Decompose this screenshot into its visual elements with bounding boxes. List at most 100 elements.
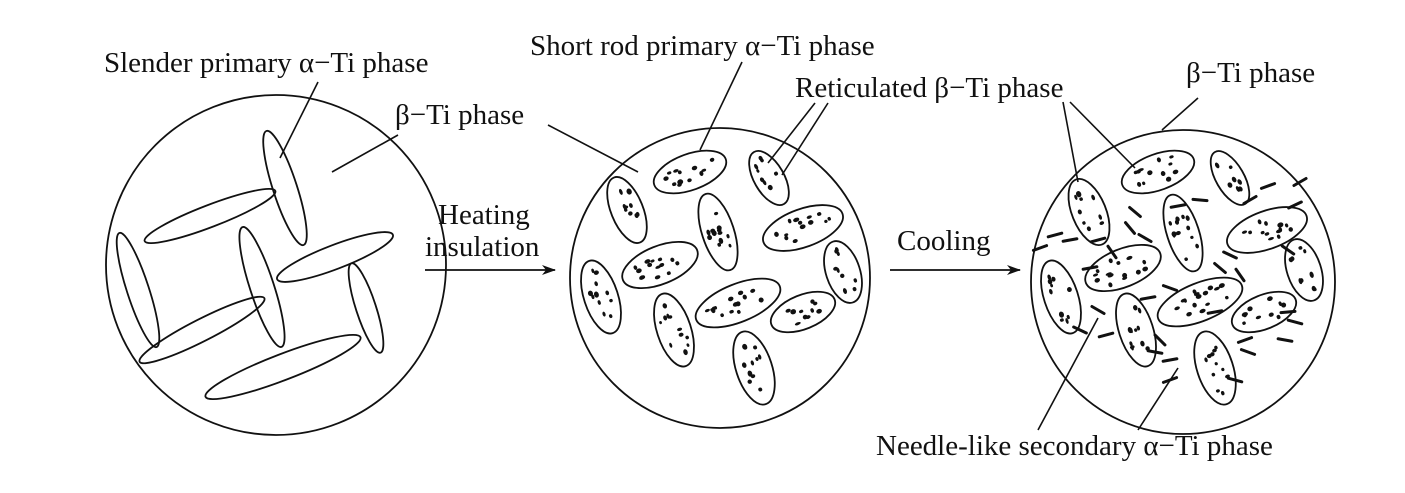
- slender-alpha-lath: [138, 295, 266, 365]
- needle-alpha: [1061, 237, 1079, 243]
- beta-particle: [1091, 194, 1096, 201]
- beta-particle: [1204, 357, 1208, 363]
- leader-reticulated-beta-1: [767, 102, 816, 164]
- beta-particle: [729, 309, 734, 314]
- beta-particle: [1095, 269, 1100, 274]
- label-cooling: Cooling: [897, 225, 990, 257]
- beta-particle: [1277, 222, 1284, 228]
- beta-particle: [1175, 230, 1181, 236]
- beta-particle: [833, 266, 838, 271]
- cooled-microstructure: [1030, 129, 1336, 435]
- beta-particle: [718, 237, 724, 244]
- short-rod-alpha-grain: [653, 292, 695, 368]
- beta-particle: [677, 327, 683, 332]
- needle-alpha: [1089, 236, 1107, 244]
- needle-alpha: [1234, 267, 1246, 283]
- beta-particle: [1242, 321, 1246, 325]
- beta-particle: [1047, 278, 1053, 285]
- needle-alpha: [1286, 318, 1304, 326]
- beta-particle: [799, 309, 804, 314]
- beta-particle: [663, 176, 669, 181]
- needle-alpha: [1072, 325, 1088, 335]
- cooled-grain-boundary: [1030, 129, 1336, 435]
- short-rod-alpha-grain: [580, 259, 622, 335]
- beta-particle: [1135, 269, 1141, 275]
- beta-particle: [654, 275, 661, 280]
- needle-alpha: [1169, 203, 1187, 209]
- short-rod-alpha-grain: [621, 240, 699, 290]
- beta-particle: [1137, 181, 1142, 187]
- beta-particle: [1276, 229, 1282, 234]
- short-rod-alpha-grain: [1156, 276, 1244, 328]
- leader-short-rod-alpha: [699, 61, 743, 151]
- beta-particle: [747, 370, 753, 377]
- beta-particle: [810, 299, 815, 304]
- label-insulation: insulation: [425, 231, 540, 263]
- beta-particle: [816, 308, 822, 314]
- beta-particle: [1059, 318, 1064, 322]
- beta-particle: [1228, 165, 1233, 170]
- leader-beta-left: [331, 134, 399, 173]
- beta-particle: [1214, 362, 1218, 366]
- label-beta-right: β−Ti phase: [1186, 57, 1315, 89]
- beta-particle: [1099, 221, 1105, 226]
- beta-particle: [1192, 289, 1197, 295]
- needle-alpha: [1090, 305, 1106, 315]
- short-rod-alpha-grain: [823, 240, 863, 304]
- beta-particle: [1247, 306, 1253, 312]
- short-rod-alpha-grain: [1115, 292, 1157, 368]
- beta-particle: [1136, 169, 1141, 174]
- needle-alpha: [1161, 357, 1179, 363]
- leader-beta-left-to-middle: [547, 124, 639, 173]
- beta-particle: [1168, 221, 1172, 226]
- needle-alpha: [1161, 284, 1179, 292]
- needle-alpha: [1081, 265, 1099, 271]
- beta-particle: [644, 259, 651, 264]
- beta-particle: [797, 220, 803, 225]
- beta-particle: [711, 230, 717, 237]
- slender-alpha-lath: [238, 226, 286, 348]
- beta-particle: [691, 165, 698, 171]
- beta-particle: [634, 213, 639, 218]
- beta-particle: [750, 360, 755, 366]
- beta-particle: [774, 231, 779, 237]
- beta-particle: [1098, 214, 1103, 220]
- beta-particle: [852, 286, 857, 292]
- beta-particle: [677, 170, 682, 175]
- beta-particle: [1220, 390, 1225, 396]
- beta-particle: [736, 309, 741, 314]
- beta-particle: [717, 231, 723, 235]
- beta-particle: [636, 268, 642, 274]
- beta-particle: [1214, 162, 1220, 169]
- beta-particle: [1082, 221, 1086, 225]
- beta-particle: [792, 239, 798, 244]
- beta-particle: [790, 309, 797, 315]
- beta-particle: [1218, 283, 1225, 288]
- beta-particle: [1190, 235, 1194, 239]
- beta-particle: [591, 294, 595, 300]
- label-beta-left: β−Ti phase: [395, 99, 524, 131]
- beta-particle: [609, 298, 613, 303]
- beta-particle: [1126, 255, 1133, 261]
- beta-particle: [806, 215, 812, 219]
- beta-particle: [1207, 285, 1214, 291]
- beta-particle: [1278, 301, 1283, 307]
- beta-particle: [793, 217, 800, 223]
- short-rod-alpha-grain: [1226, 206, 1308, 254]
- beta-particle: [784, 235, 789, 241]
- beta-particle: [1049, 288, 1053, 295]
- beta-particle: [1186, 225, 1191, 231]
- beta-particle: [711, 308, 716, 314]
- beta-particle: [1107, 273, 1114, 278]
- beta-particle: [1065, 318, 1069, 324]
- beta-particle: [824, 219, 828, 223]
- beta-particle: [1199, 308, 1206, 314]
- needle-alpha: [1259, 182, 1277, 190]
- leader-slender-alpha: [279, 81, 319, 159]
- leader-needle-alpha-2: [1137, 367, 1179, 431]
- beta-particle: [774, 171, 779, 176]
- needle-alpha: [1276, 337, 1294, 343]
- beta-particle: [732, 302, 739, 307]
- label-reticulated-beta: Reticulated β−Ti phase: [795, 72, 1063, 104]
- label-slender-alpha: Slender primary α−Ti phase: [104, 47, 428, 79]
